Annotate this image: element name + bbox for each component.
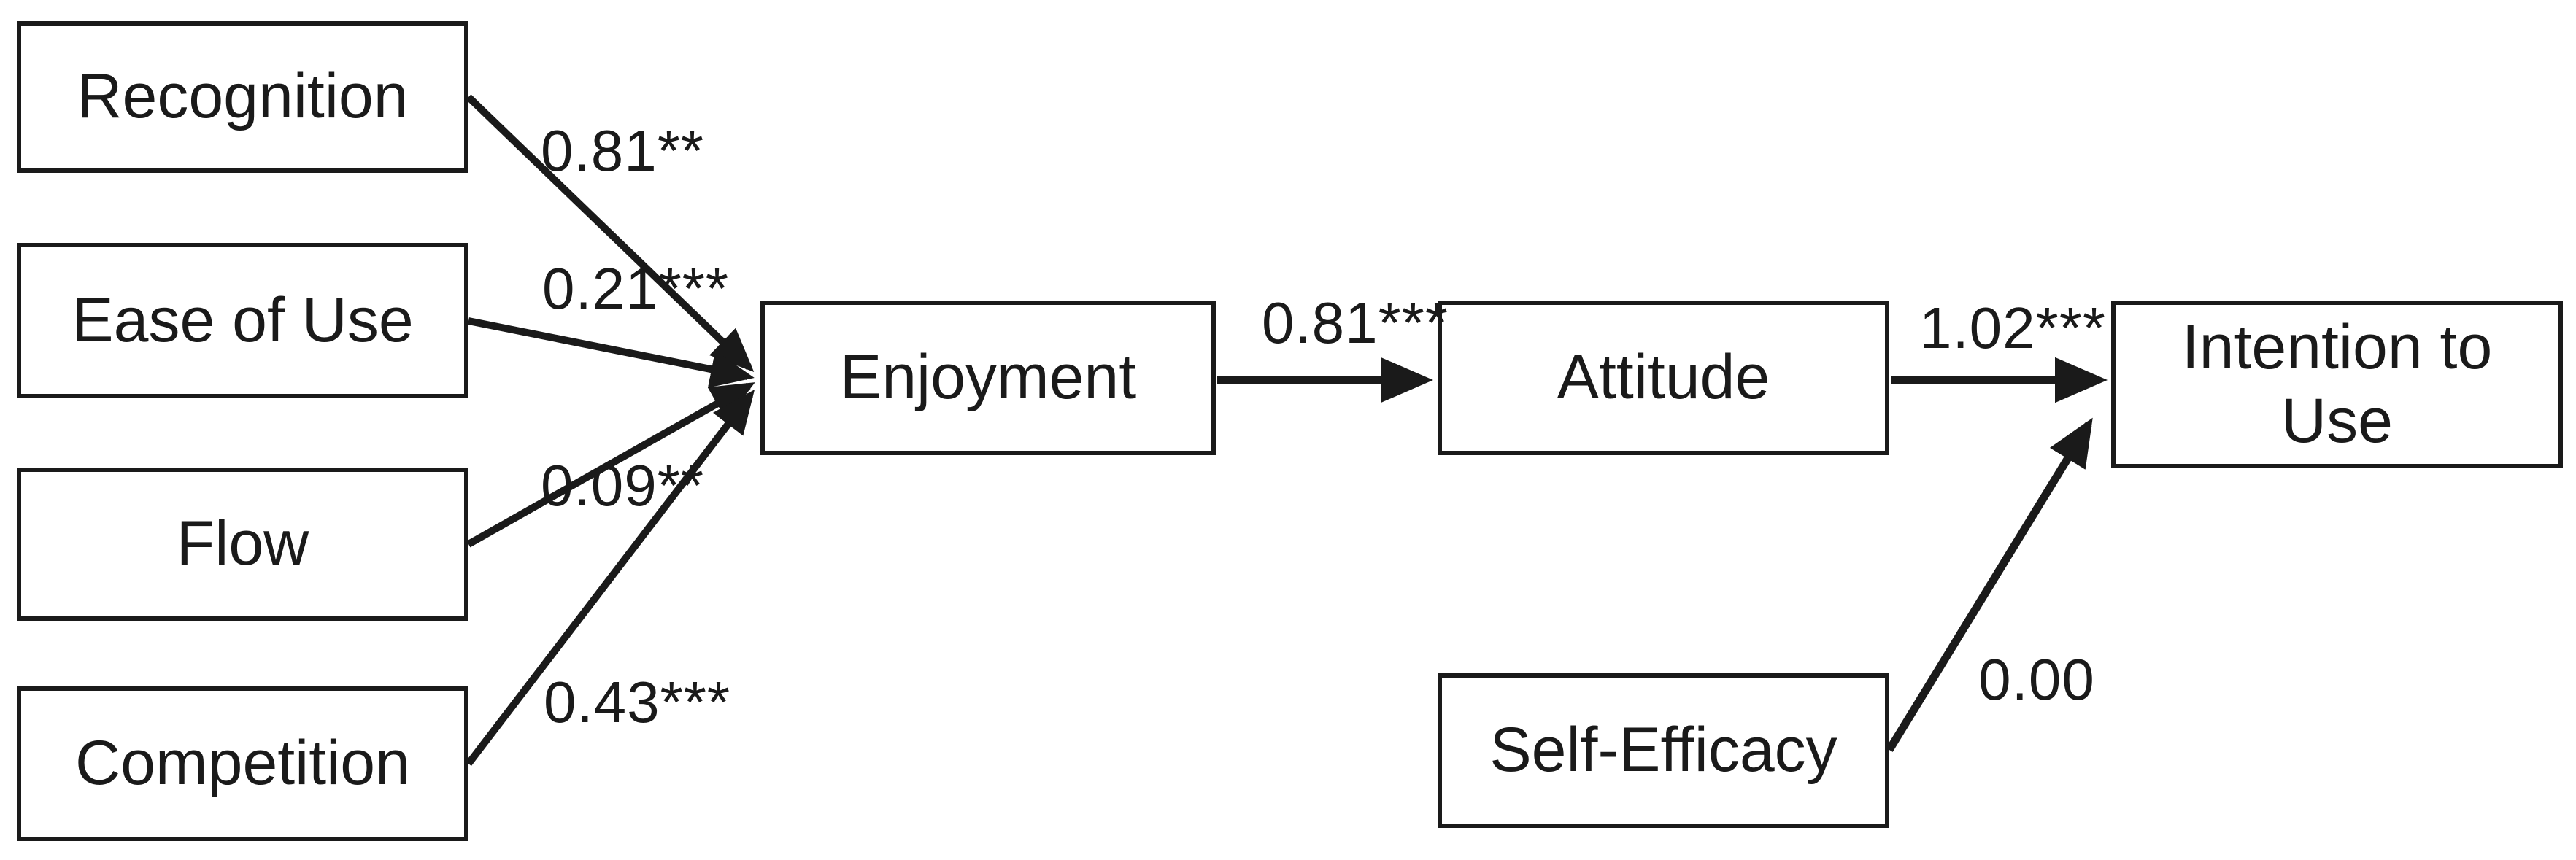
node-intention-to-use: Intention to Use (2111, 301, 2563, 468)
node-ease-of-use-label: Ease of Use (72, 284, 414, 355)
node-self-efficacy-label: Self-Efficacy (1489, 715, 1837, 786)
node-recognition-label: Recognition (77, 61, 409, 132)
coefficient-recognition-enjoyment: 0.81** (541, 118, 704, 183)
arrow-ease-of-use-to-enjoyment (468, 317, 755, 388)
node-self-efficacy: Self-Efficacy (1438, 673, 1889, 828)
node-enjoyment: Enjoyment (760, 301, 1216, 455)
node-competition-label: Competition (75, 728, 410, 799)
node-enjoyment-label: Enjoyment (839, 342, 1137, 413)
node-flow: Flow (17, 468, 468, 621)
node-competition: Competition (17, 686, 468, 841)
node-ease-of-use: Ease of Use (17, 243, 468, 398)
coefficient-flow-enjoyment: 0.09** (541, 453, 704, 518)
node-recognition: Recognition (17, 21, 468, 173)
coefficient-attitude-intention: 1.02*** (1918, 295, 2107, 360)
node-intention-to-use-label: Intention to Use (2181, 311, 2493, 456)
coefficient-competition-enjoyment: 0.43*** (543, 670, 731, 735)
node-attitude: Attitude (1438, 301, 1889, 455)
coefficient-enjoyment-attitude: 0.81*** (1261, 290, 1449, 355)
coefficient-self-efficacy-intention: 0.00 (1978, 647, 2095, 712)
node-attitude-label: Attitude (1557, 342, 1770, 413)
node-flow-label: Flow (176, 508, 309, 579)
coefficient-ease-of-use-enjoyment: 0.21*** (541, 256, 730, 321)
